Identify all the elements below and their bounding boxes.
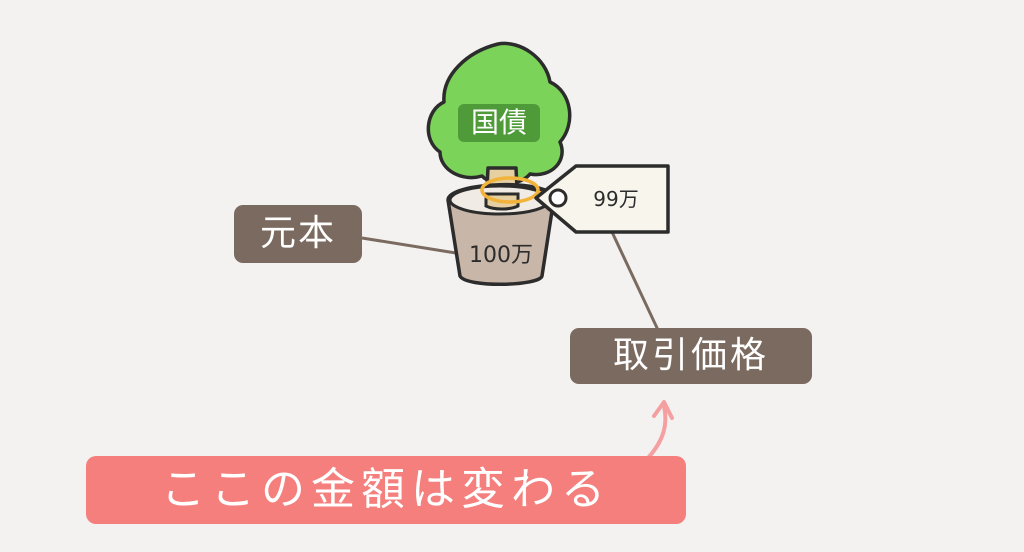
up-arrow-shaft bbox=[646, 404, 668, 460]
tag-string-ring bbox=[480, 176, 540, 204]
up-arrow-head bbox=[652, 400, 674, 420]
price-change-note: ここの金額は変わる bbox=[86, 456, 686, 524]
principal-connector-line bbox=[361, 236, 463, 256]
crown-label: 国債 bbox=[471, 106, 527, 139]
pot-value: 100万 bbox=[469, 243, 533, 268]
trade-price-label: 取引価格 bbox=[570, 328, 812, 384]
price-connector-line bbox=[610, 231, 660, 331]
price-tag-hole bbox=[548, 188, 568, 208]
principal-label: 元本 bbox=[234, 205, 362, 263]
crown-label-box bbox=[458, 104, 540, 142]
tag-value: 99万 bbox=[593, 187, 638, 211]
price-tag bbox=[534, 164, 670, 234]
